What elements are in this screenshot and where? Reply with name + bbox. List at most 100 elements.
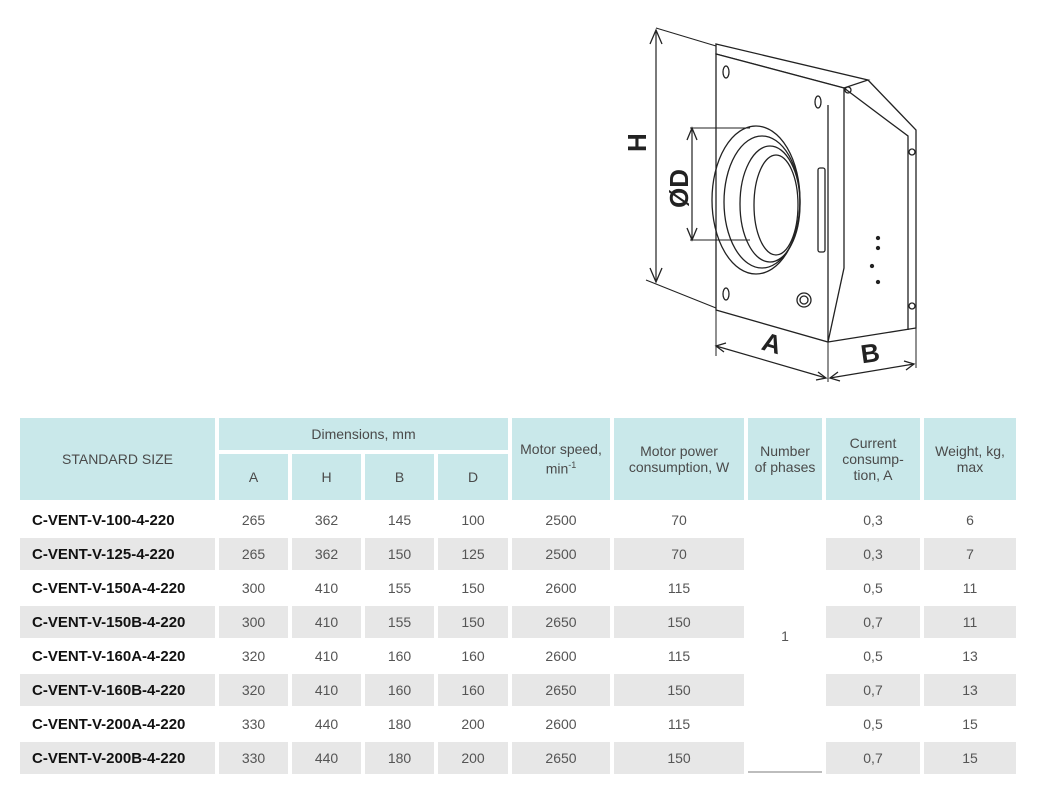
cell-d: 200 [461,716,485,732]
cell-b: 160 [387,648,412,664]
cell-a: 330 [241,716,266,732]
cell-motor-speed: 2500 [512,538,610,570]
cell-d: 150 [438,606,508,638]
dim-label-a: A [759,326,786,360]
header-motor-speed-unit: min [545,460,569,477]
cell-a: 265 [219,538,288,570]
header-dim-h: H [292,454,361,500]
cell-b: 155 [365,606,434,638]
cell-motor-power: 70 [614,538,744,570]
cell-d: 200 [438,742,508,774]
cell-d: 150 [461,580,485,596]
header-standard-size-label: STANDARD SIZE [62,451,173,467]
phases-value: 1 [748,501,822,773]
cell-current: 0,5 [863,716,883,732]
cell-motor-speed: 2600 [545,648,577,664]
cell-motor-power: 150 [614,606,744,638]
model-name: C-VENT-V-100-4-220 [32,511,175,529]
model-name: C-VENT-V-200A-4-220 [32,715,186,733]
cell-motor-speed: 2650 [512,606,610,638]
cell-motor-power: 115 [667,580,691,596]
cell-a: 320 [241,648,266,664]
cell-b: 145 [387,512,412,528]
cell-current: 0,7 [826,674,920,706]
dim-label-h: H [622,133,652,152]
cell-motor-power: 150 [614,742,744,774]
header-dim-a-label: A [248,469,259,485]
header-phases-line1: Number [760,443,810,459]
cell-h: 410 [292,606,361,638]
cell-h: 362 [292,538,361,570]
cell-a: 265 [241,512,266,528]
header-dimensions: Dimensions, mm [219,418,508,450]
header-weight: Weight, kg,max [924,418,1016,500]
cell-h: 410 [314,648,339,664]
cell-weight: 6 [966,512,974,528]
cell-weight: 15 [962,716,978,732]
cell-d: 100 [461,512,485,528]
cell-d: 160 [461,648,485,664]
cell-motor-speed: 2650 [512,674,610,706]
model-name: C-VENT-V-200B-4-220 [20,742,215,774]
header-motor-speed-label: Motor speed, [520,441,602,458]
cell-current: 0,5 [863,580,883,596]
cell-h: 440 [292,742,361,774]
header-dim-h-label: H [321,469,332,485]
cell-weight: 13 [962,648,978,664]
cell-b: 150 [365,538,434,570]
header-dimensions-label: Dimensions, mm [311,426,416,442]
model-name: C-VENT-V-125-4-220 [20,538,215,570]
cell-motor-speed: 2600 [545,580,577,596]
cell-a: 300 [219,606,288,638]
cell-motor-power: 70 [671,512,687,528]
fan-dimension-drawing: H ØD A B [622,27,917,382]
cell-b: 180 [365,742,434,774]
model-name: C-VENT-V-160A-4-220 [32,647,186,665]
header-motor-power-line1: Motor power [640,443,718,459]
cell-a: 320 [219,674,288,706]
header-weight-line2: max [956,459,984,475]
header-phases-line2: of phases [754,459,816,475]
header-dim-d-label: D [467,469,479,485]
cell-h: 362 [314,512,339,528]
cell-current: 0,3 [863,512,883,528]
cell-h: 410 [314,580,339,596]
cell-a: 300 [241,580,266,596]
model-name: C-VENT-V-150B-4-220 [20,606,215,638]
cell-motor-speed: 2600 [545,716,577,732]
cell-b: 180 [387,716,412,732]
header-current-line1: Current [849,435,897,451]
cell-weight: 11 [924,606,1016,638]
cell-motor-power: 115 [667,716,691,732]
header-dim-b: B [365,454,434,500]
dim-label-d: ØD [664,169,694,208]
cell-weight: 7 [924,538,1016,570]
header-motor-power-line2: consumption, W [628,459,730,475]
model-name: C-VENT-V-160B-4-220 [20,674,215,706]
cell-d: 125 [438,538,508,570]
cell-weight: 11 [962,580,978,596]
cell-a: 330 [219,742,288,774]
cell-h: 410 [292,674,361,706]
header-weight-text: Weight, kg,max [935,443,1005,475]
table-row: C-VENT-V-150A-4-220 300 410 155 150 2600 115 0,… [20,572,1016,604]
cell-b: 155 [387,580,412,596]
cell-weight: 15 [924,742,1016,774]
cell-d: 160 [438,674,508,706]
model-name: C-VENT-V-150A-4-220 [32,579,186,597]
cell-current: 0,5 [863,648,883,664]
header-motor-speed-exp: -1 [568,460,577,471]
cell-b: 160 [365,674,434,706]
header-dim-b-label: B [394,469,405,485]
cell-current: 0,7 [826,742,920,774]
cell-motor-speed: 2500 [545,512,577,528]
header-dim-d: D [438,454,508,500]
